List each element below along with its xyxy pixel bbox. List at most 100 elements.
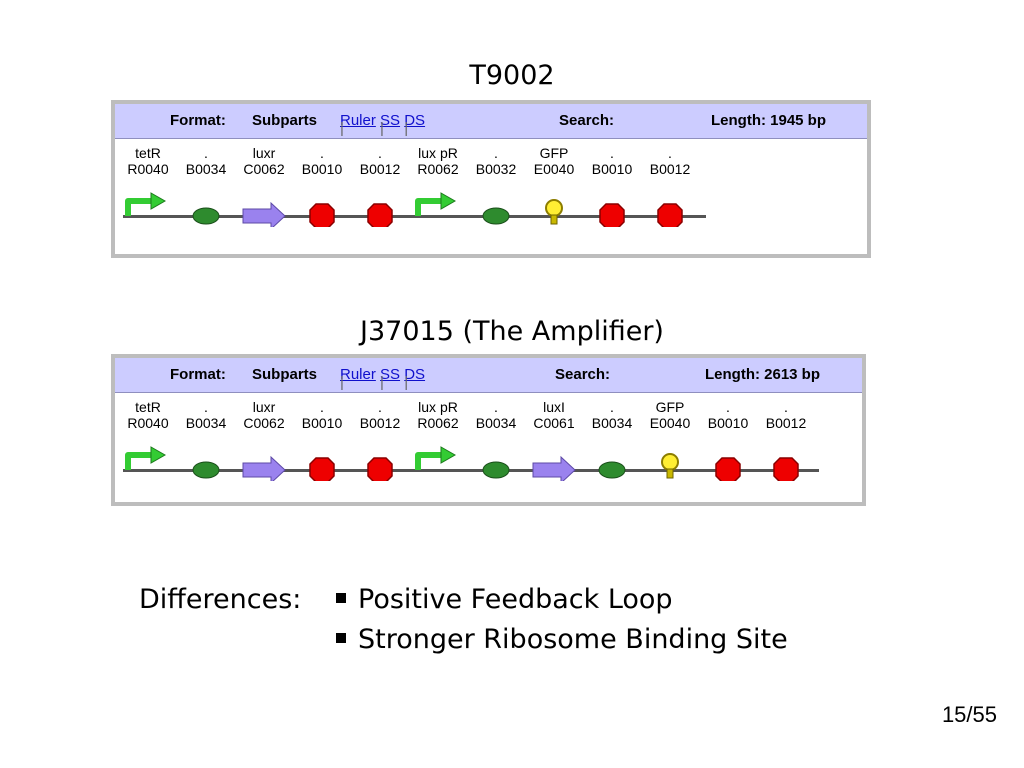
panel-header: Format: Subparts | Ruler | SS | DS Searc… [115, 104, 867, 139]
backbone-line [123, 469, 819, 472]
cds-icon [235, 185, 293, 231]
page-number: 15/55 [941, 702, 997, 727]
terminator-icon [699, 439, 757, 483]
terminator-icon [757, 439, 815, 483]
part-id: B0012 [649, 161, 691, 177]
part-id: B0034 [475, 415, 517, 431]
part-name: . [494, 399, 498, 415]
part-id: B0010 [707, 415, 749, 431]
ss-link[interactable]: SS [380, 112, 401, 129]
part-name: . [610, 399, 614, 415]
part-terminator[interactable]: .B0012 [641, 139, 699, 229]
part-name: . [204, 399, 208, 415]
search-label[interactable]: Search: [559, 112, 615, 129]
bullet-item: Positive Feedback Loop [336, 584, 788, 624]
part-id: B0010 [591, 161, 633, 177]
part-name: lux pR [418, 399, 458, 415]
part-id: R0040 [127, 161, 169, 177]
bullet-item: Stronger Ribosome Binding Site [336, 624, 788, 664]
part-id: B0032 [475, 161, 517, 177]
reporter-icon [525, 185, 583, 227]
ss-link[interactable]: SS [380, 366, 401, 383]
differences-list: Positive Feedback Loop Stronger Ribosome… [336, 584, 788, 664]
format-label: Format: [170, 112, 226, 129]
part-name: GFP [539, 145, 569, 161]
part-panel-j37015: Format: Subparts | Ruler | SS | DS Searc… [111, 354, 866, 506]
length-label: Length: 1945 bp [711, 112, 827, 129]
format-label: Format: [170, 366, 226, 383]
part-terminator[interactable]: .B0010 [293, 139, 351, 229]
ruler-link[interactable]: Ruler [340, 366, 376, 383]
part-rbs[interactable]: .B0034 [583, 393, 641, 479]
part-name: . [610, 145, 614, 161]
promoter-icon [119, 185, 177, 227]
subparts-label: Subparts [252, 366, 318, 383]
bullet-square-icon [336, 632, 346, 643]
bullet-square-icon [336, 592, 346, 603]
part-terminator[interactable]: .B0010 [293, 393, 351, 483]
terminator-icon [293, 439, 351, 483]
length-label: Length: 2613 bp [705, 366, 821, 383]
part-id: B0012 [765, 415, 807, 431]
part-rbs[interactable]: .B0032 [467, 139, 525, 225]
rbs-icon [177, 185, 235, 227]
part-id: E0040 [533, 161, 575, 177]
differences-label: Differences: [139, 584, 302, 615]
part-name: . [494, 145, 498, 161]
part-terminator[interactable]: .B0010 [583, 139, 641, 229]
part-name: tetR [135, 145, 161, 161]
part-id: B0010 [301, 415, 343, 431]
bullet-text: Stronger Ribosome Binding Site [358, 624, 788, 655]
part-terminator[interactable]: .B0010 [699, 393, 757, 483]
rbs-icon [467, 439, 525, 481]
search-label[interactable]: Search: [555, 366, 611, 383]
part-id: R0040 [127, 415, 169, 431]
part-name: . [726, 399, 730, 415]
part-panel-t9002: Format: Subparts | Ruler | SS | DS Searc… [111, 100, 871, 258]
part-id: B0034 [185, 415, 227, 431]
terminator-icon [641, 185, 699, 229]
terminator-icon [583, 185, 641, 229]
part-name: luxI [543, 399, 565, 415]
part-id: B0034 [591, 415, 633, 431]
part-terminator[interactable]: .B0012 [351, 393, 409, 483]
part-name: luxr [252, 399, 276, 415]
part-id: B0012 [359, 161, 401, 177]
part-name: . [320, 399, 324, 415]
rbs-icon [467, 185, 525, 227]
part-terminator[interactable]: .B0012 [757, 393, 815, 483]
part-rbs[interactable]: .B0034 [467, 393, 525, 479]
rbs-icon [583, 439, 641, 481]
ds-link[interactable]: DS [404, 112, 426, 129]
part-id: C0062 [243, 415, 285, 431]
part-rbs[interactable]: .B0034 [177, 393, 235, 479]
part-name: . [378, 399, 382, 415]
part-id: R0062 [417, 161, 459, 177]
part-terminator[interactable]: .B0012 [351, 139, 409, 229]
part-name: luxr [252, 145, 276, 161]
reporter-icon [641, 439, 699, 481]
panel-header: Format: Subparts | Ruler | SS | DS Searc… [115, 358, 862, 393]
terminator-icon [351, 185, 409, 229]
ruler-link[interactable]: Ruler [340, 112, 376, 129]
rbs-icon [177, 439, 235, 481]
ds-link[interactable]: DS [404, 366, 426, 383]
part-rbs[interactable]: .B0034 [177, 139, 235, 225]
terminator-icon [293, 185, 351, 229]
promoter-icon [409, 439, 467, 481]
part-name: . [668, 145, 672, 161]
title-j37015: J37015 (The Amplifier) [360, 316, 664, 347]
backbone-line [123, 215, 706, 218]
part-name: . [320, 145, 324, 161]
